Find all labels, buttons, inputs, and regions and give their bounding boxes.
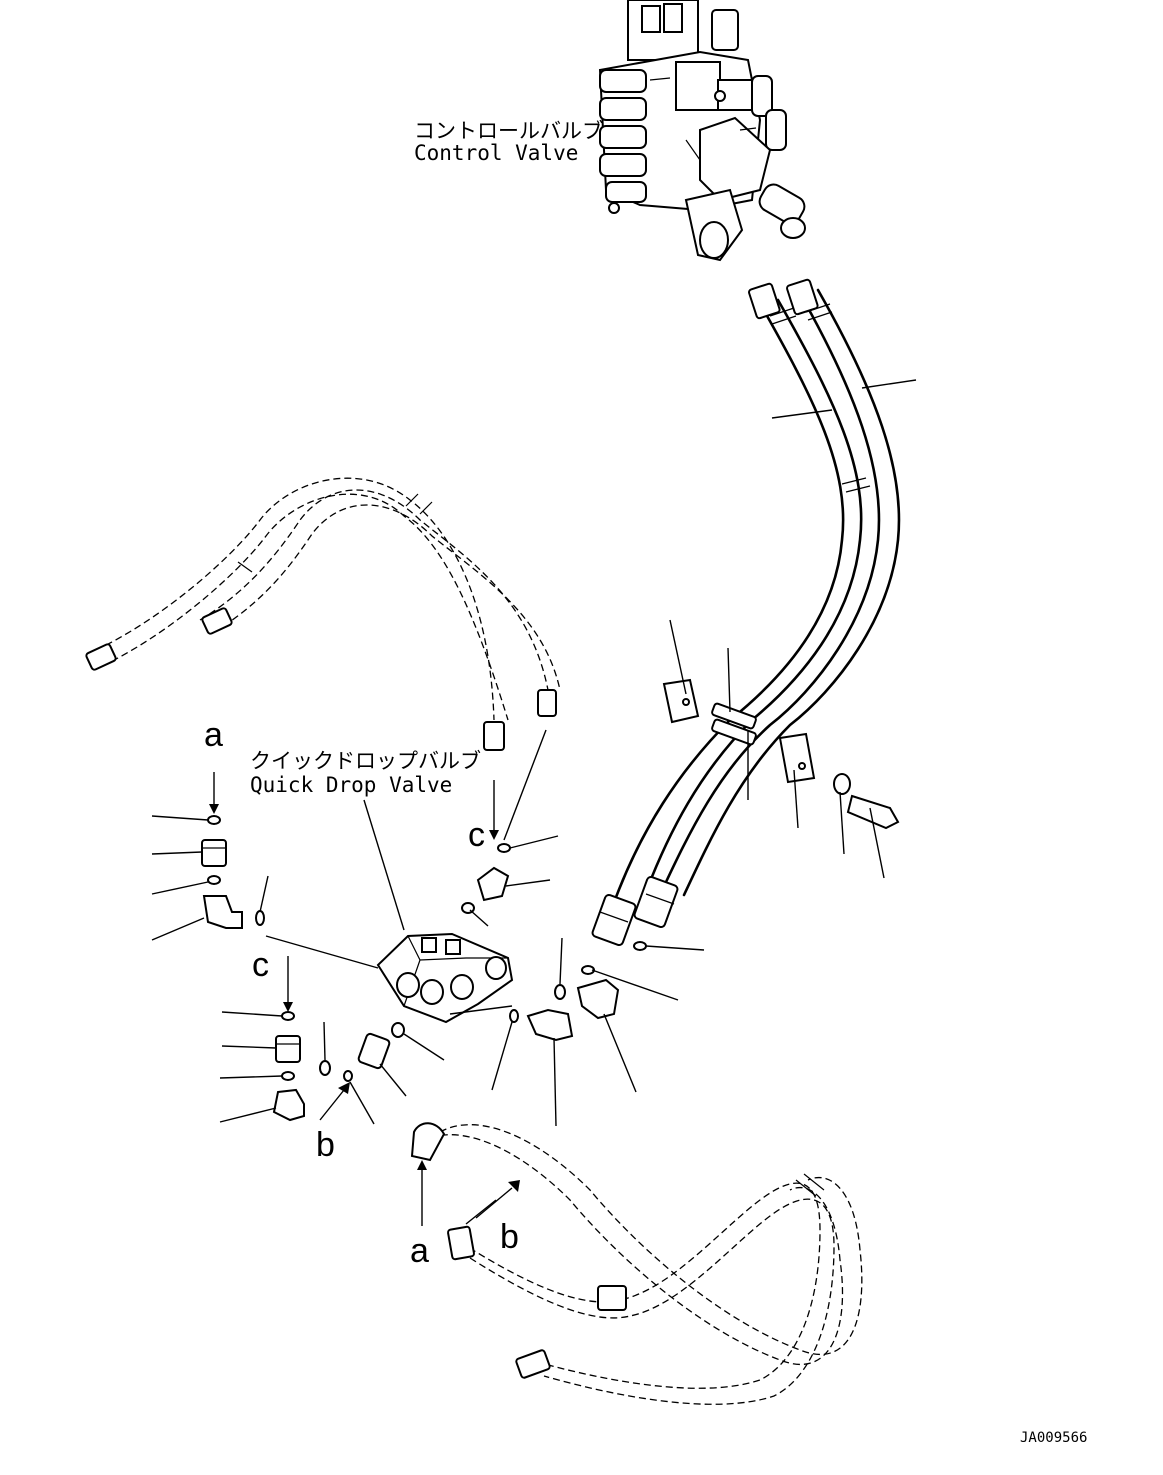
control-valve-label-jp: コントロールバルブ [414, 119, 603, 143]
quick-drop-valve-body [376, 932, 514, 1024]
control-valve-label-en: Control Valve [414, 141, 578, 165]
hose-loop-upper-left [85, 477, 561, 751]
view-ref-a-top: a [204, 716, 223, 754]
view-ref-b-left: b [316, 1126, 335, 1164]
view-ref-a-bottom: a [410, 1232, 429, 1270]
quick-drop-valve-label-jp: クイックドロップバルブ [250, 749, 481, 773]
fittings-right [461, 843, 647, 1042]
view-ref-c-left: c [252, 946, 269, 984]
fittings-left-upper [201, 815, 265, 929]
control-valve-assembly [598, 0, 806, 262]
view-ref-c-right: c [468, 816, 485, 854]
drawing-code: JA009566 [1020, 1430, 1087, 1446]
view-arrows [209, 772, 520, 1226]
leader-lines [151, 379, 917, 1225]
quick-drop-valve-label-en: Quick Drop Valve [250, 773, 452, 797]
hose-loop-lower [410, 1122, 863, 1405]
hose-pair-right [591, 278, 901, 947]
view-ref-b-bottom: b [500, 1218, 519, 1256]
fittings-left-lower [272, 1011, 405, 1122]
